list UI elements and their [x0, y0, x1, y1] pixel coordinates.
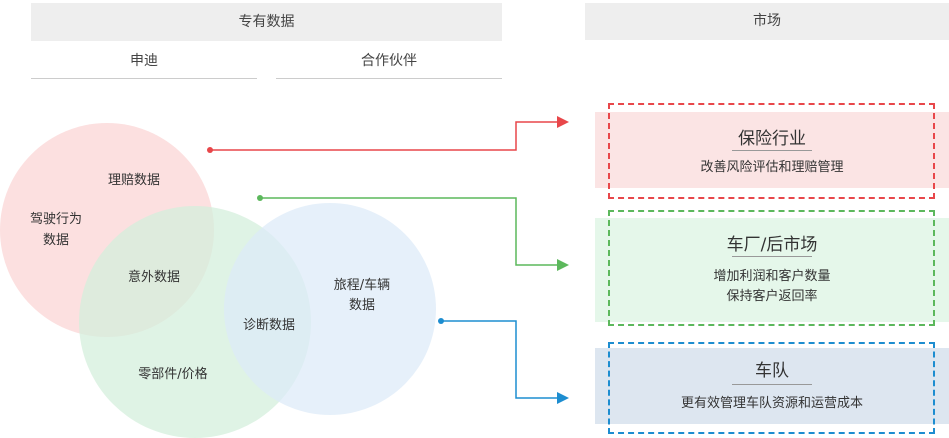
driving-behavior-label-line1: 驾驶行为	[30, 212, 82, 227]
parts-price-label: 零部件/价格	[138, 366, 207, 382]
fleet-dashed-frame	[608, 342, 935, 434]
partners-subheader: 合作伙伴	[276, 48, 502, 79]
aftermarket-desc: 增加利润和客户数量 保持客户返回率	[595, 267, 949, 307]
fleet-title: 车队	[755, 361, 789, 381]
driving-behavior-label-line2: 数据	[43, 233, 69, 248]
fleet-desc: 更有效管理车队资源和运营成本	[680, 396, 863, 411]
trip-vehicle-label-line1: 旅程/车辆	[334, 277, 390, 293]
aftermarket-desc-line2: 保持客户返回率	[726, 289, 818, 304]
insurance-desc: 改善风险评估和理赔管理	[700, 160, 844, 175]
trip-vehicle-label-line2: 数据	[349, 298, 375, 313]
green-connector-line	[260, 197, 569, 271]
aftermarket-title: 车厂/后市场	[726, 235, 818, 255]
fleet-divider	[732, 384, 812, 385]
aftermarket-card: 车厂/后市场 增加利润和客户数量 保持客户返回率	[595, 210, 949, 326]
insurance-title: 保险行业	[738, 129, 806, 149]
claims-data-label: 理赔数据	[108, 173, 160, 188]
fleet-card: 车队 更有效管理车队资源和运营成本	[595, 342, 949, 434]
insurance-dashed-frame	[608, 103, 935, 199]
blue-connector-line	[441, 320, 569, 404]
accident-data-label: 意外数据	[128, 269, 180, 285]
shendi-subheader: 申迪	[31, 48, 257, 79]
red-connector-line	[210, 116, 569, 151]
market-header: 市场	[585, 3, 949, 40]
aftermarket-desc-line1: 增加利润和客户数量	[713, 269, 831, 284]
insurance-divider	[732, 150, 812, 151]
insurance-card: 保险行业 改善风险评估和理赔管理	[595, 103, 949, 199]
diagnostics-data-label: 诊断数据	[243, 318, 295, 333]
proprietary-data-header: 专有数据	[31, 3, 502, 41]
aftermarket-divider	[732, 256, 812, 257]
aftermarket-dashed-frame	[608, 210, 935, 326]
blue-circle	[224, 203, 436, 415]
